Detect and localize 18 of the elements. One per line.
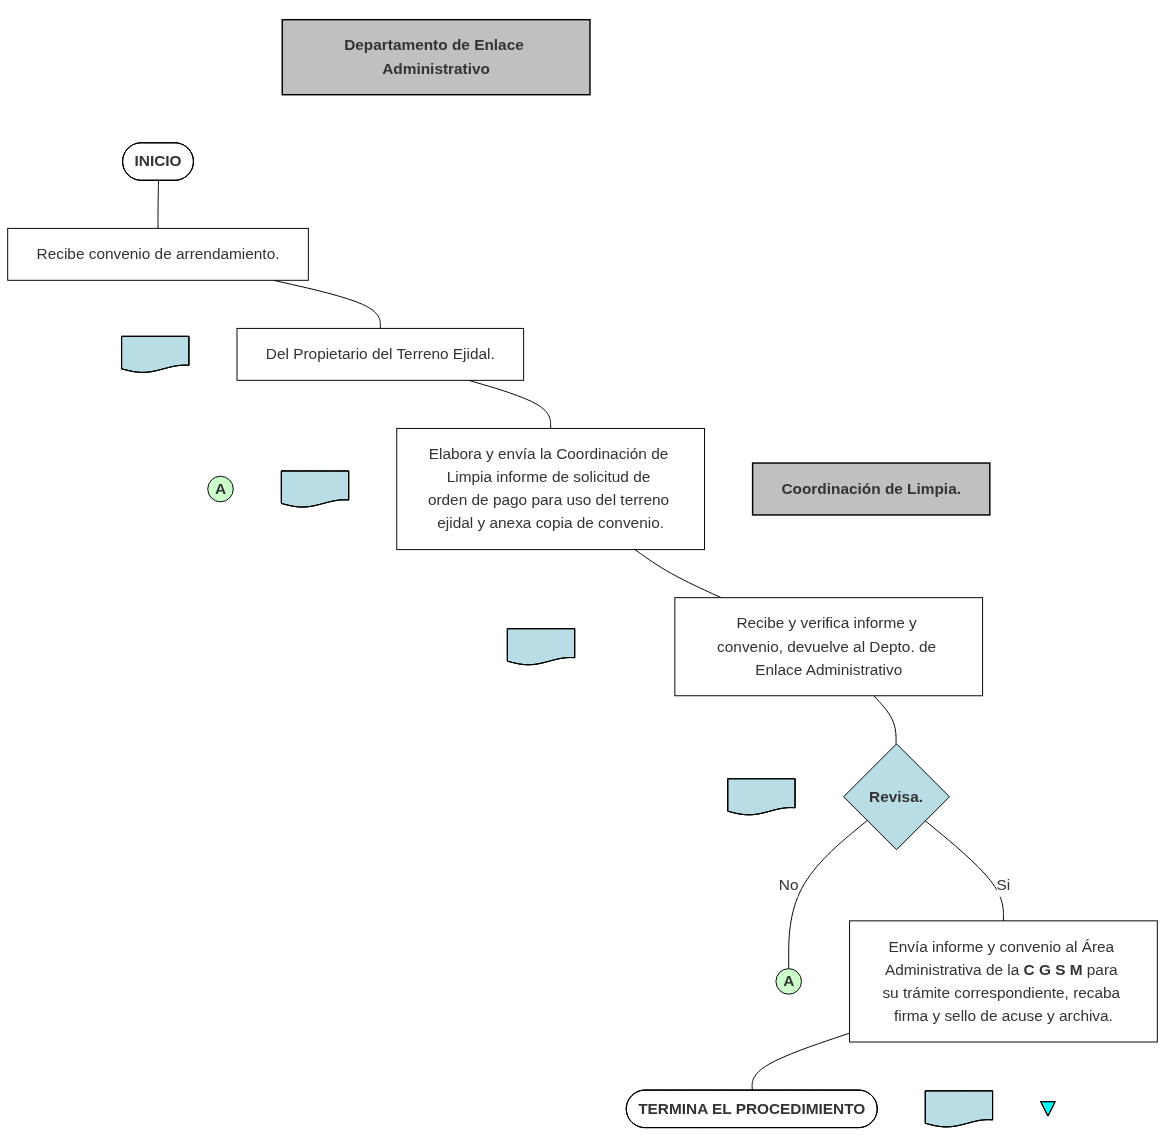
- node-box: Del Propietario del Terreno Ejidal.: [236, 328, 525, 382]
- node-diamond: Revisa.: [843, 743, 950, 851]
- connector: [924, 820, 1004, 922]
- connector: [751, 1033, 851, 1092]
- connector: [873, 695, 897, 745]
- connector: [634, 549, 722, 599]
- edge-label: Si: [996, 876, 1011, 894]
- node-box: Envía informe y convenio al Área Administrativa de la C G S M para su trámite correspondiente, recaba firma y sello de acuse y archiva.: [849, 920, 1158, 1043]
- node-box: Recibe convenio de arrendamiento.: [7, 228, 309, 282]
- node-box: Departamento de Enlace Administrativo: [281, 19, 591, 96]
- connector: [788, 820, 868, 970]
- connector: [157, 180, 159, 230]
- node-circle: A: [207, 476, 234, 503]
- edge-label: No: [778, 876, 799, 894]
- node-box: Coordinación de Limpia.: [751, 462, 991, 517]
- node-box: Recibe y verifica informe y convenio, devuelve al Depto. de Enlace Administrativo: [674, 597, 984, 697]
- node-box: Elabora y envía la Coordinación de Limpia informe de solicitud de orden de pago para uso del terreno ejidal y anexa copia de convenio.: [396, 428, 705, 551]
- node-circle: A: [775, 968, 802, 995]
